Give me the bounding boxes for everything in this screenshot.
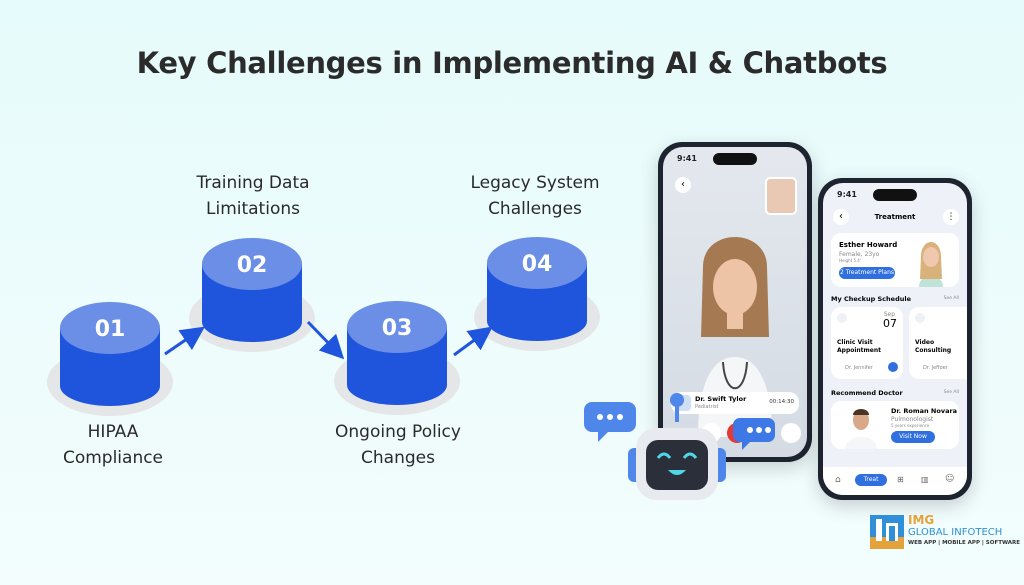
caller-card: Dr. Swift Tylor Pediatrist 00:14:30	[671, 392, 799, 414]
page-title: Key Challenges in Implementing AI & Chat…	[136, 46, 888, 80]
step-3-cylinder: 03	[334, 301, 460, 415]
back-button[interactable]: ‹	[833, 209, 849, 225]
self-view-thumbnail	[765, 177, 797, 215]
recommended-doctor-card: Dr. Roman Novara Pulmonologist 5 years e…	[831, 401, 959, 449]
profile-icon[interactable]: ☺	[945, 474, 955, 484]
see-all-link[interactable]: See All	[943, 296, 959, 301]
step-number: 02	[237, 253, 268, 278]
see-all-link[interactable]: See All	[943, 390, 959, 395]
treatment-plans-button[interactable]: 2 Treatment Plans	[839, 267, 895, 279]
step-4-cylinder: 04	[474, 237, 600, 351]
arrow-1-2	[164, 326, 205, 356]
mic-button[interactable]	[781, 423, 801, 443]
nav-treat-button[interactable]: Treat	[855, 474, 887, 486]
patient-photo	[919, 242, 943, 287]
step-number: 01	[95, 317, 126, 342]
cylinder-top	[487, 237, 587, 289]
step-2-cylinder: 02	[189, 238, 315, 352]
cylinder-top	[60, 302, 160, 354]
chatbot-robot-icon	[584, 393, 775, 500]
screen-header: Treatment	[874, 213, 916, 221]
more-button[interactable]: ⋮	[943, 209, 959, 225]
bottom-nav: ⌂ Treat ⊞ ▥ ☺	[823, 467, 967, 495]
logo-mark-icon	[870, 515, 904, 549]
patient-card: Esther Howard Female, 23yo Height 5.4' 2…	[831, 233, 959, 287]
schedule-title: My Checkup Schedule	[831, 295, 911, 303]
cylinder-top	[202, 238, 302, 290]
arrow-3-4	[453, 326, 493, 357]
status-time: 9:41	[837, 190, 857, 199]
cylinder-top	[347, 301, 447, 353]
hospital-icon[interactable]: ▥	[921, 475, 929, 484]
step-number: 03	[382, 316, 413, 341]
pharmacy-icon[interactable]: ⊞	[897, 475, 904, 484]
back-button[interactable]: ‹	[675, 177, 691, 193]
arrow-2-3	[306, 320, 345, 360]
step-number: 04	[522, 252, 553, 277]
recommend-title: Recommend Doctor	[831, 389, 903, 397]
phone-treatment: 9:41 ‹ Treatment ⋮ Esther Howard Female,…	[818, 178, 972, 500]
status-time: 9:41	[677, 154, 697, 163]
step-1-cylinder: 01	[47, 302, 173, 416]
visit-now-button[interactable]: Visit Now	[891, 431, 935, 443]
doctor-photo	[845, 409, 877, 449]
home-icon[interactable]: ⌂	[835, 475, 841, 485]
phone-video-call: 9:41 ‹ Dr. Swift Tylor Pediatrist 00:14:…	[658, 142, 812, 462]
